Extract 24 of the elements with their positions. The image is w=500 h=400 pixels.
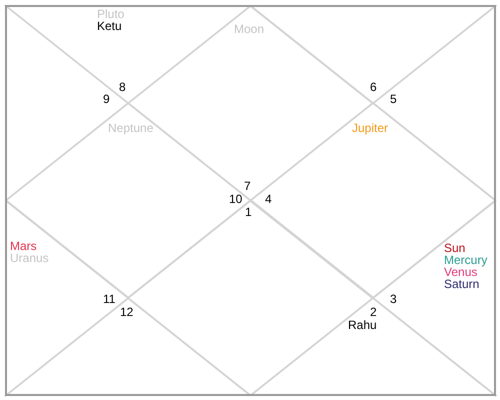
house-number: 2: [370, 306, 377, 319]
house-number: 4: [265, 193, 272, 206]
planet-label: Mercury: [444, 254, 488, 267]
planet-label: Jupiter: [352, 122, 388, 135]
house-number: 11: [103, 293, 116, 306]
planet-label: Saturn: [444, 278, 480, 291]
house-number: 5: [390, 93, 397, 106]
planet-label: Venus: [444, 266, 478, 279]
house-number: 1: [245, 206, 252, 219]
house-number: 6: [370, 81, 377, 94]
planet-label: Rahu: [348, 319, 377, 332]
house-number: 7: [244, 180, 251, 193]
house-number: 9: [103, 93, 110, 106]
planet-label: Uranus: [10, 252, 49, 265]
house-number: 3: [390, 293, 397, 306]
house-number: 10: [229, 193, 242, 206]
planet-label: Sun: [444, 242, 466, 255]
house-number: 8: [119, 81, 126, 94]
planet-label: Neptune: [108, 122, 154, 135]
planet-label: Ketu: [97, 20, 122, 33]
planet-label: Mars: [10, 240, 37, 253]
house-number: 12: [120, 306, 134, 319]
planet-label: Moon: [234, 23, 264, 36]
planet-label: Pluto: [97, 8, 124, 21]
